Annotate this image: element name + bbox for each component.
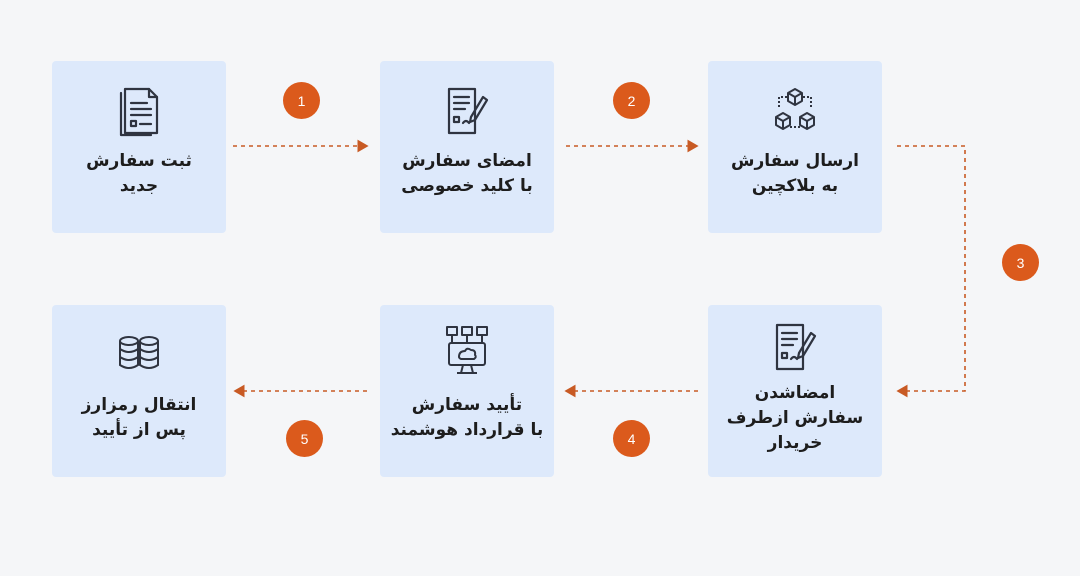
step-title-line: ارسال سفارش <box>731 151 859 171</box>
document-list-icon <box>115 83 163 139</box>
step-number: 5 <box>300 430 309 447</box>
step-card-new-order: ثبت سفارش جدید <box>52 61 226 233</box>
step-card-smart-contract: تأیید سفارش با قرارداد هوشمند <box>380 305 554 477</box>
step-badge-5: 5 <box>286 420 323 457</box>
step-number: 3 <box>1016 254 1025 271</box>
step-badge-2: 2 <box>613 82 650 119</box>
step-card-send-blockchain: ارسال سفارش به بلاکچین <box>708 61 882 233</box>
step-label: ارسال سفارش به بلاکچین <box>716 149 874 199</box>
smart-contract-monitor-icon <box>443 323 491 379</box>
step-badge-1: 1 <box>283 82 320 119</box>
step-title-line: با کلید خصوصی <box>401 176 533 196</box>
step-label: تأیید سفارش با قرارداد هوشمند <box>388 393 546 443</box>
step-card-buyer-sign: امضاشدن سفارش ازطرف خریدار <box>708 305 882 477</box>
step-label: امضاشدن سفارش ازطرف خریدار <box>716 381 874 456</box>
step-title-line: امضای سفارش <box>402 151 532 171</box>
step-number: 4 <box>627 430 636 447</box>
step-label: انتقال رمزارز پس از تأیید <box>60 393 218 443</box>
step-number: 1 <box>297 92 306 109</box>
step-title-line: انتقال رمزارز <box>81 395 197 415</box>
document-sign-icon <box>771 319 819 375</box>
arrow-3 <box>896 145 966 398</box>
step-title-line: با قرارداد هوشمند <box>390 420 544 440</box>
step-title-line: ثبت سفارش <box>86 151 192 171</box>
step-title-line: امضاشدن <box>754 383 836 403</box>
blockchain-cubes-icon <box>771 83 819 139</box>
step-badge-3: 3 <box>1002 244 1039 281</box>
step-title-line: پس از تأیید <box>92 420 186 440</box>
step-title-line: تأیید سفارش <box>411 395 523 415</box>
document-sign-icon <box>443 83 491 139</box>
step-number: 2 <box>627 92 636 109</box>
step-title-line: به بلاکچین <box>751 176 839 196</box>
step-label: ثبت سفارش جدید <box>60 149 218 199</box>
step-label: امضای سفارش با کلید خصوصی <box>388 149 546 199</box>
step-card-sign-order: امضای سفارش با کلید خصوصی <box>380 61 554 233</box>
step-title-line: جدید <box>119 176 159 196</box>
step-title-line: خریدار <box>767 433 823 453</box>
step-card-crypto-transfer: انتقال رمزارز پس از تأیید <box>52 305 226 477</box>
step-title-line: سفارش ازطرف <box>726 408 864 428</box>
step-badge-4: 4 <box>613 420 650 457</box>
database-coins-icon <box>115 331 163 387</box>
